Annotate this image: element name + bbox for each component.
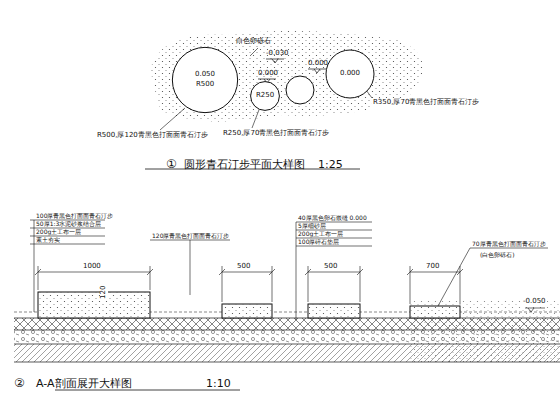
stepping-stone: 0.050R500	[171, 46, 239, 114]
stepping-stone: R250	[250, 81, 280, 111]
scale: 1:25	[318, 159, 343, 171]
note: (白色卵砾石)	[480, 252, 515, 259]
layer-line	[14, 318, 560, 362]
elevation: 0.000	[308, 60, 328, 68]
scale: 1:10	[206, 378, 231, 390]
dimension: 700	[425, 263, 440, 271]
material-callout: R500,厚120青黑色打面面青石汀步	[96, 132, 209, 140]
dimension-line	[35, 266, 463, 304]
thickness: 120	[100, 285, 108, 300]
drawing-number: ②	[14, 377, 25, 390]
material-callout: R350,厚70青黑色打面面青石汀步	[372, 99, 480, 107]
stepping-stone: 0.000	[325, 49, 375, 99]
drawing-number: ①	[166, 158, 177, 171]
layer-callout: 200g土工布一层	[36, 229, 81, 236]
dimension: 1000	[82, 263, 102, 271]
elevation: 0.000	[258, 70, 278, 78]
layer-callout: 100厚碎石垫层	[298, 239, 339, 246]
layer-callout: 40厚黑色卵石嵌缝 0.000	[298, 215, 367, 222]
material-callout: 120厚青黑色打面面青石汀步	[152, 233, 229, 240]
layer-callout: 5厚细砂层	[298, 223, 326, 230]
node-text: R250	[255, 92, 275, 100]
layer-callout: 素土夯实	[36, 237, 60, 244]
drawing-title: A-A剖面展开大样图	[36, 378, 132, 390]
node-text: 0.000	[339, 70, 361, 78]
elevation: -0.030	[266, 50, 289, 58]
node-text: R500	[195, 81, 215, 89]
node-text: 0.050	[194, 71, 216, 79]
gravel-area	[150, 31, 423, 121]
dimension: 500	[323, 263, 338, 271]
gravel-fill	[410, 300, 560, 362]
elevation: -0.050	[522, 298, 547, 306]
circle-outline	[171, 46, 239, 114]
layer-callout: 100厚青黑色打面面青石汀步	[36, 213, 113, 220]
dimension: 500	[236, 263, 251, 271]
layer-callout: 50厚1:3水泥砂浆结合层	[36, 221, 101, 228]
leader-line	[30, 220, 548, 320]
drawing-title: 圆形青石汀步平面大样图	[184, 159, 305, 171]
material-callout: R250,厚70青黑色打面面青石汀步	[222, 130, 330, 138]
note: 白色卵砾石	[236, 38, 271, 46]
layer-callout: 200g土工布一层	[298, 231, 343, 238]
stepping-stone	[286, 76, 314, 104]
material-callout: 70厚青黑色打面面青石汀步	[472, 241, 546, 248]
